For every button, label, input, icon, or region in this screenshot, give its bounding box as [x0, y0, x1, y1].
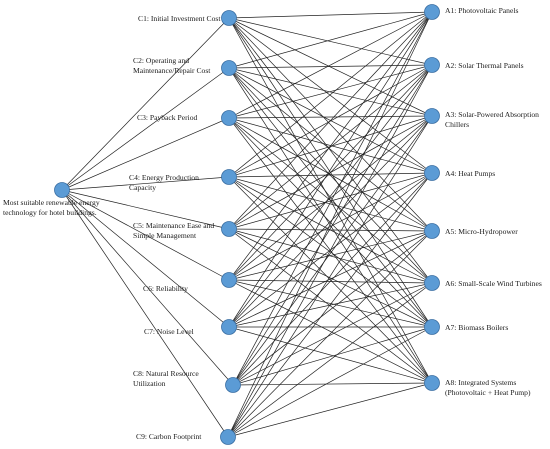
edge-c2-a3: [228, 67, 433, 117]
edge-c1-a5: [228, 17, 433, 232]
edge-c9-a5: [227, 230, 433, 438]
edge-c6-a7: [228, 279, 433, 328]
alternative-node-a6: [424, 275, 440, 291]
edge-c8-a7: [232, 326, 433, 386]
alternative-node-a7: [424, 319, 440, 335]
criterion-node-c7: [221, 319, 237, 335]
edge-c8-a8: [232, 382, 433, 386]
edge-goal-c2: [61, 67, 230, 191]
alternative-node-a2: [424, 57, 440, 73]
edge-goal-c5: [61, 189, 230, 230]
edge-c5-a1: [228, 11, 433, 230]
edge-c9-a4: [227, 172, 433, 438]
edge-c2-a5: [228, 67, 433, 232]
criterion-node-c3: [221, 110, 237, 126]
edge-c4-a5: [228, 176, 433, 232]
criterion-node-c4: [221, 169, 237, 185]
edge-c7-a6: [228, 282, 433, 328]
edge-c9-a2: [227, 64, 433, 438]
edge-c7-a3: [228, 115, 433, 328]
edge-c1-a4: [228, 17, 433, 174]
criterion-node-c6: [221, 272, 237, 288]
edge-c8-a5: [232, 230, 433, 386]
edge-c7-a1: [228, 11, 433, 328]
edge-c5-a5: [228, 228, 433, 232]
edge-c8-a1: [232, 11, 433, 386]
edge-c9-a6: [227, 282, 433, 438]
edge-c3-a7: [228, 117, 433, 328]
alternative-node-a5: [424, 223, 440, 239]
edge-c5-a8: [228, 228, 433, 384]
edge-c9-a3: [227, 115, 433, 438]
edge-c2-a2: [228, 64, 433, 69]
edge-c2-a8: [228, 67, 433, 384]
goal-node: [54, 182, 70, 198]
criterion-node-c1: [221, 10, 237, 26]
edge-c6-a1: [228, 11, 433, 281]
edge-c5-a4: [228, 172, 433, 230]
edge-c1-a1: [228, 11, 433, 19]
edge-c4-a1: [228, 11, 433, 178]
criterion-node-c5: [221, 221, 237, 237]
edge-c3-a1: [228, 11, 433, 119]
alternative-node-a1: [424, 4, 440, 20]
edge-c3-a5: [228, 117, 433, 232]
alternative-node-a3: [424, 108, 440, 124]
edge-c6-a5: [228, 230, 433, 281]
edge-c1-a3: [228, 17, 433, 117]
edge-goal-c8: [61, 189, 234, 386]
edge-c6-a8: [228, 279, 433, 384]
edge-c7-a5: [228, 230, 433, 328]
alternative-node-a8: [424, 375, 440, 391]
edge-c4-a8: [228, 176, 433, 384]
edge-goal-c4: [61, 176, 230, 191]
edge-c3-a6: [228, 117, 433, 284]
edge-c9-a1: [227, 11, 433, 438]
edge-c4-a4: [228, 172, 433, 178]
edge-c5-a2: [228, 64, 433, 230]
edge-c9-a7: [227, 326, 433, 438]
edge-goal-c9: [61, 189, 229, 438]
edge-c7-a2: [228, 64, 433, 328]
edge-c6-a4: [228, 172, 433, 281]
edge-c7-a8: [228, 326, 433, 384]
edge-c8-a6: [232, 282, 433, 386]
edge-c8-a3: [232, 115, 433, 386]
edge-c3-a3: [228, 115, 433, 119]
edge-c5-a6: [228, 228, 433, 284]
edge-goal-c1: [61, 17, 230, 191]
criterion-node-c2: [221, 60, 237, 76]
edge-c6-a3: [228, 115, 433, 281]
edge-goal-c3: [61, 117, 230, 191]
edge-c9-a8: [227, 382, 433, 438]
criterion-node-c9: [220, 429, 236, 445]
alternative-node-a4: [424, 165, 440, 181]
edge-c5-a7: [228, 228, 433, 328]
edge-c2-a7: [228, 67, 433, 328]
goal-label: Most suitable renewable energy technolog…: [3, 198, 100, 217]
edge-c3-a2: [228, 64, 433, 119]
edge-c8-a4: [232, 172, 433, 386]
edge-c2-a1: [228, 11, 433, 69]
criterion-node-c8: [225, 377, 241, 393]
edge-c8-a2: [232, 64, 433, 386]
edge-goal-c6: [61, 189, 230, 281]
edge-goal-c7: [61, 189, 230, 328]
edge-c6-a2: [228, 64, 433, 281]
